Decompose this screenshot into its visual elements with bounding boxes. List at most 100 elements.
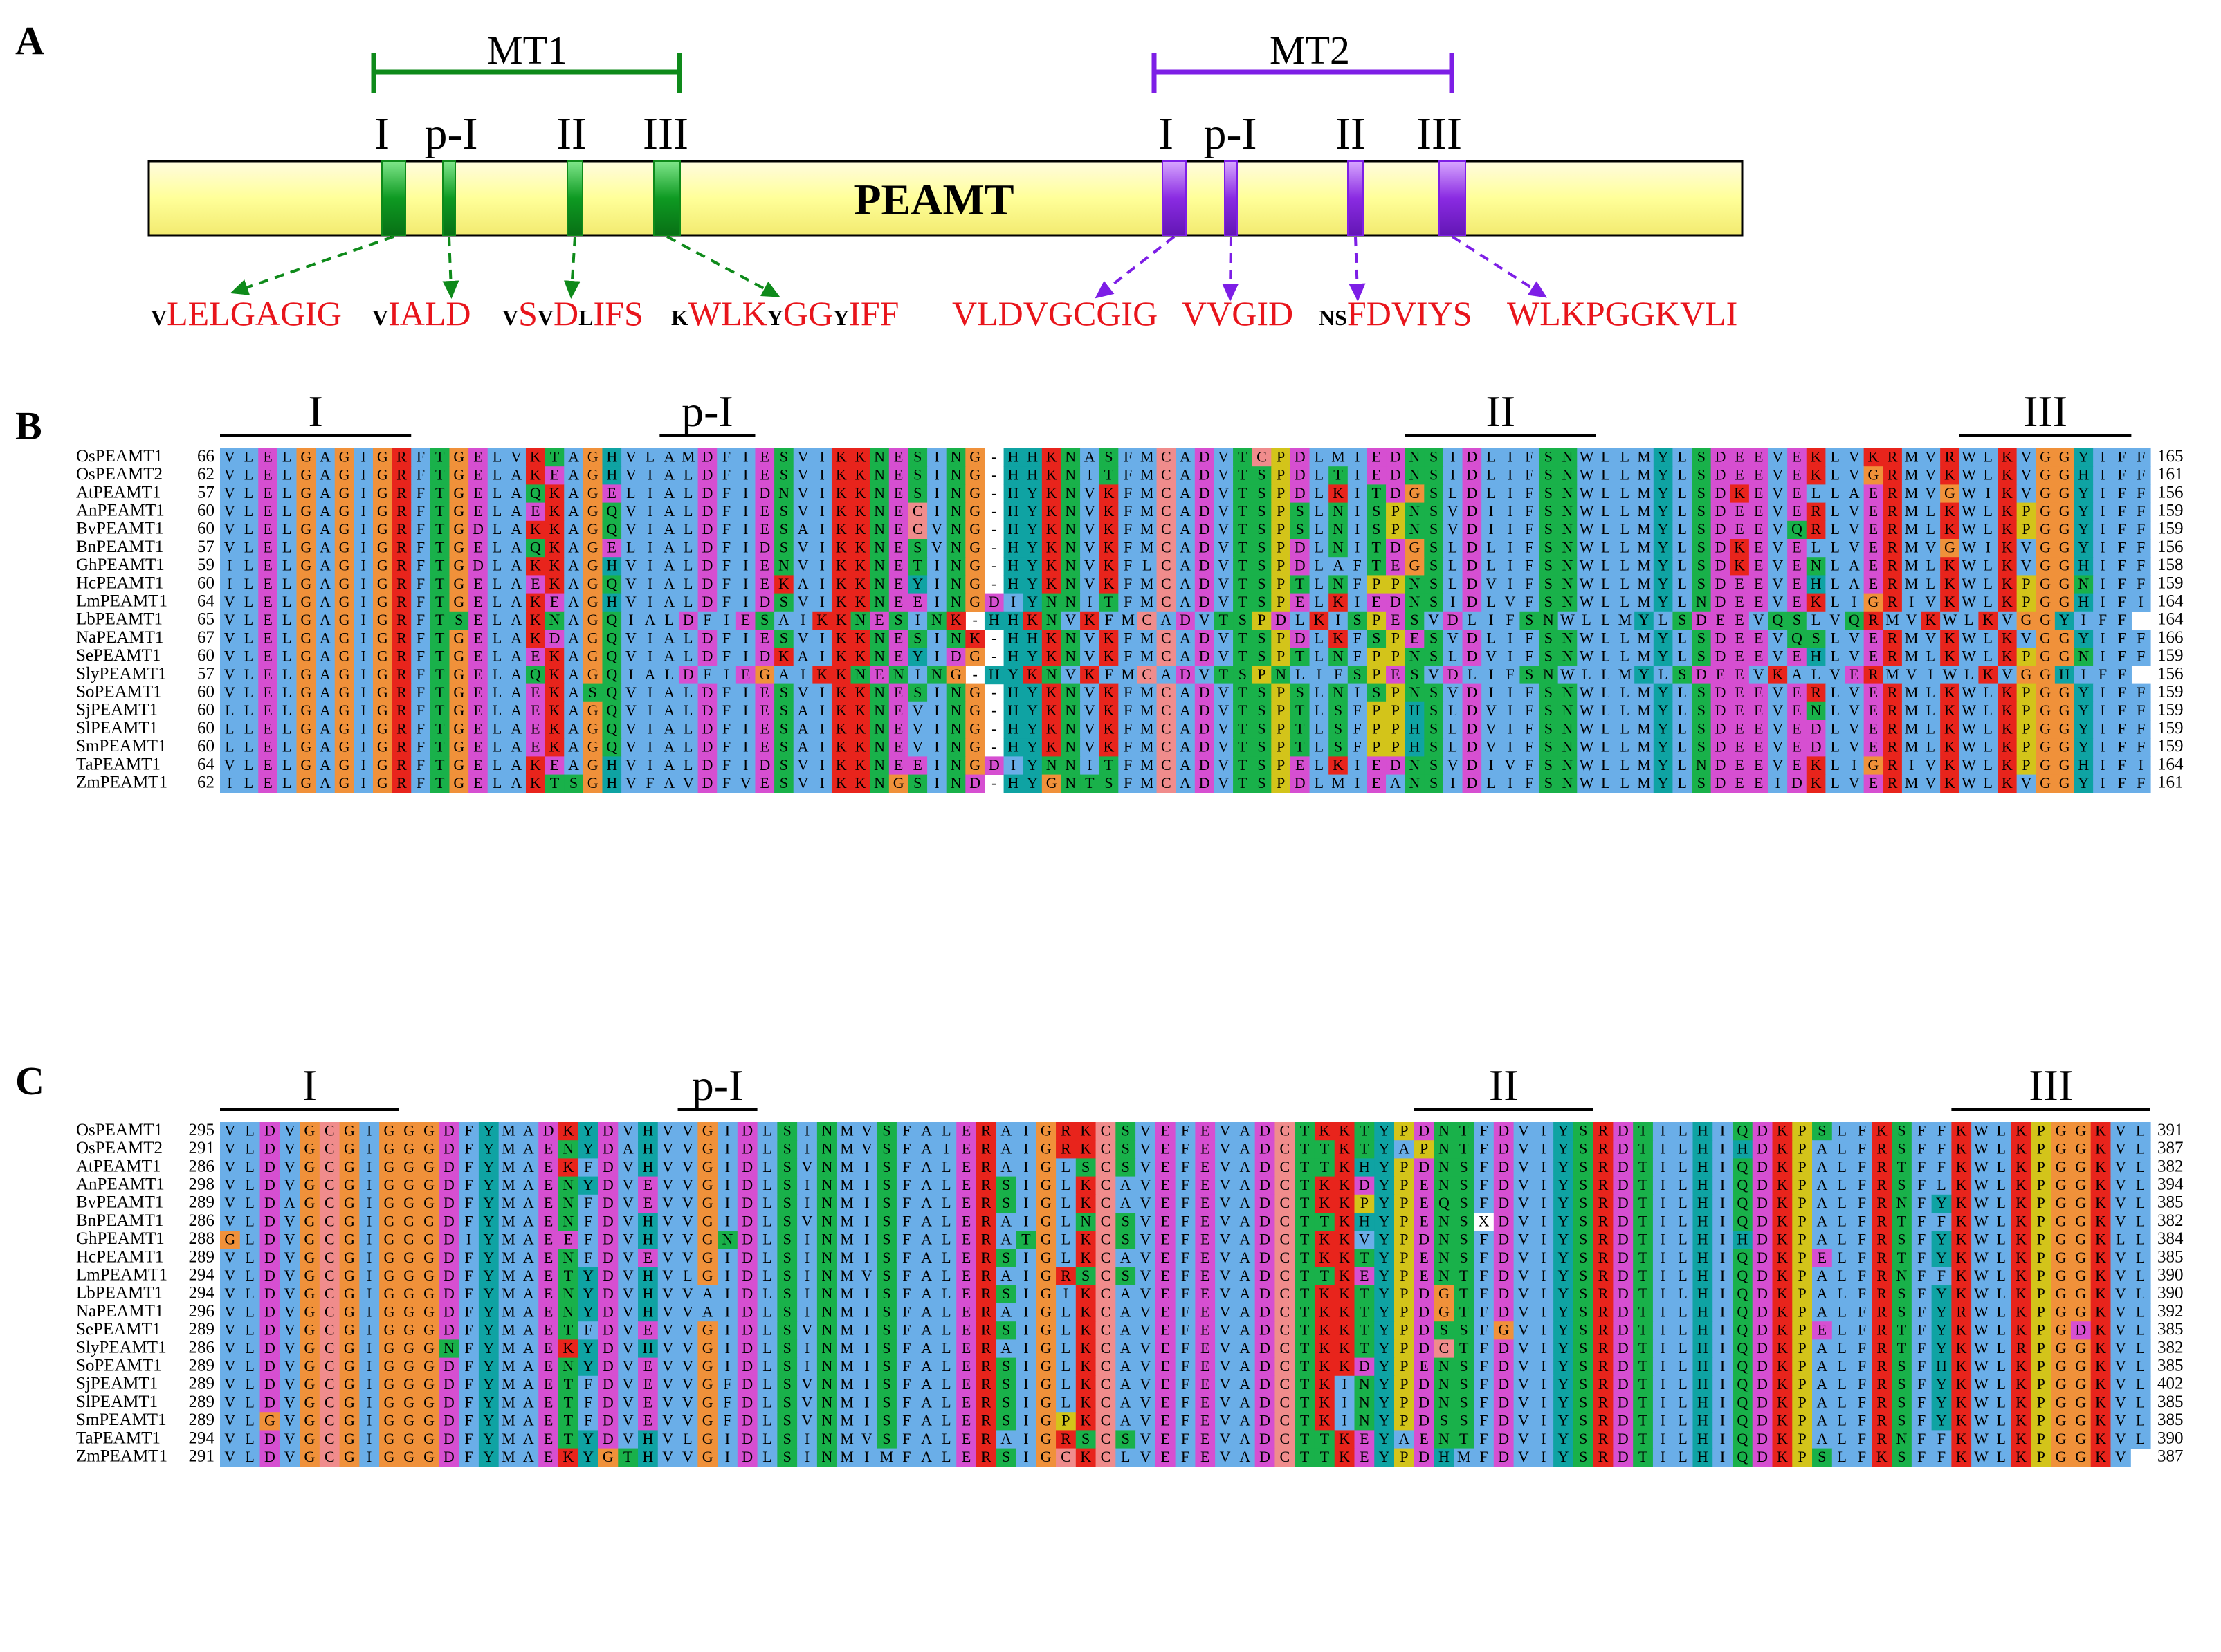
b-residue-letter: I bbox=[819, 593, 824, 610]
b-residue-letter: I bbox=[743, 629, 748, 646]
b-residue-letter: E bbox=[1754, 719, 1763, 737]
b-residue-letter: S bbox=[1239, 611, 1247, 628]
c-residue-letter: D bbox=[603, 1158, 614, 1175]
c-residue-letter: S bbox=[1579, 1194, 1587, 1211]
mt2-motif-label-4: III bbox=[1416, 109, 1462, 159]
c-residue-letter: G bbox=[423, 1212, 435, 1229]
b-residue-letter: H bbox=[1409, 719, 1420, 737]
b-residue-cell bbox=[1405, 448, 1425, 467]
b-residue-letter: T bbox=[1238, 557, 1247, 574]
b-residue-letter: I bbox=[2100, 575, 2105, 592]
c-residue-letter: C bbox=[1101, 1140, 1111, 1157]
b-seq-start: 66 bbox=[197, 447, 214, 466]
b-residue-cell bbox=[793, 448, 813, 467]
b-residue-letter: K bbox=[1982, 666, 1993, 683]
c-residue-letter: L bbox=[245, 1194, 254, 1211]
b-residue-letter: K bbox=[1104, 520, 1115, 538]
c-residue-letter: D bbox=[742, 1194, 753, 1211]
b-residue-letter: I bbox=[819, 629, 824, 646]
b-residue-letter: V bbox=[1084, 629, 1095, 646]
b-residue-letter: K bbox=[1046, 683, 1057, 701]
b-residue-letter: I bbox=[2139, 593, 2144, 610]
b-residue-letter: G bbox=[969, 557, 980, 574]
b-residue-letter: L bbox=[664, 666, 673, 683]
b-residue-letter: L bbox=[493, 738, 502, 755]
c-residue-letter: E bbox=[1200, 1194, 1209, 1211]
b-residue-letter: K bbox=[549, 666, 560, 683]
b-residue-letter: S bbox=[1544, 448, 1553, 465]
c-residue-letter: V bbox=[861, 1140, 872, 1157]
b-residue-cell bbox=[1863, 448, 1883, 467]
c-residue-letter: L bbox=[245, 1140, 254, 1157]
b-residue-letter: L bbox=[1468, 666, 1477, 683]
b-residue-letter: L bbox=[1486, 538, 1495, 556]
b-residue-letter: N bbox=[1409, 756, 1420, 773]
c-residue-letter: W bbox=[1974, 1121, 1989, 1139]
b-residue-letter: E bbox=[473, 701, 482, 719]
b-residue-letter: G bbox=[587, 520, 598, 538]
b-residue-letter: L bbox=[646, 448, 655, 465]
b-residue-letter: R bbox=[396, 466, 407, 484]
b-residue-letter: M bbox=[1140, 701, 1154, 719]
b-residue-letter: R bbox=[396, 575, 407, 592]
b-residue-letter: P bbox=[1372, 666, 1380, 683]
c-residue-letter: V bbox=[662, 1194, 673, 1211]
b-residue-letter: I bbox=[934, 466, 939, 484]
c-residue-letter: L bbox=[942, 1194, 951, 1211]
b-residue-letter: G bbox=[339, 557, 350, 574]
b-residue-letter: G bbox=[587, 719, 598, 737]
b-residue-letter: F bbox=[2099, 611, 2107, 628]
b-residue-letter: T bbox=[435, 683, 445, 701]
c-residue-letter: G bbox=[2075, 1176, 2086, 1193]
b-residue-letter: G bbox=[1409, 557, 1420, 574]
b-residue-letter: L bbox=[1830, 502, 1839, 520]
b-residue-letter: W bbox=[1580, 683, 1594, 701]
b-residue-letter: G bbox=[969, 738, 980, 755]
b-residue-letter: N bbox=[874, 629, 885, 646]
b-residue-letter: R bbox=[396, 502, 407, 520]
b-residue-letter: E bbox=[1735, 575, 1744, 592]
c-residue-letter: K bbox=[1080, 1176, 1091, 1193]
b-residue-letter: F bbox=[1525, 538, 1533, 556]
b-residue-letter: E bbox=[894, 701, 903, 719]
b-residue-letter: L bbox=[282, 774, 291, 791]
b-residue-letter: L bbox=[1315, 484, 1324, 502]
b-residue-letter: A bbox=[568, 557, 579, 574]
c-residue-letter: N bbox=[563, 1140, 574, 1157]
c-residue-letter: H bbox=[1697, 1140, 1708, 1157]
b-residue-letter: I bbox=[801, 666, 805, 683]
b-residue-letter: L bbox=[244, 502, 253, 520]
b-seq-end: 161 bbox=[2157, 465, 2184, 484]
b-residue-letter: S bbox=[1410, 611, 1418, 628]
b-residue-letter: L bbox=[282, 593, 291, 610]
b-residue-letter: F bbox=[703, 611, 711, 628]
b-residue-letter: L bbox=[1486, 593, 1495, 610]
b-residue-letter: M bbox=[1637, 701, 1651, 719]
b-residue-letter: L bbox=[1677, 719, 1686, 737]
c-residue-letter: K bbox=[2095, 1194, 2106, 1211]
b-residue-letter: I bbox=[361, 701, 366, 719]
b-residue-letter: E bbox=[1792, 466, 1801, 484]
mt2-motif-label-1: I bbox=[1158, 109, 1173, 159]
b-residue-letter: E bbox=[531, 738, 540, 755]
b-residue-letter: H bbox=[606, 448, 617, 465]
b-residue-letter: C bbox=[1161, 484, 1171, 502]
b-residue-letter: A bbox=[511, 738, 522, 755]
b-residue-letter: V bbox=[1753, 611, 1764, 628]
c-residue-letter: V bbox=[662, 1212, 673, 1229]
b-residue-cell bbox=[678, 448, 699, 467]
b-residue-letter: F bbox=[2117, 520, 2126, 538]
c-residue-letter: L bbox=[2136, 1140, 2145, 1157]
b-residue-letter: V bbox=[1772, 538, 1783, 556]
b-residue-letter: N bbox=[951, 629, 962, 646]
c-residue-letter: K bbox=[1319, 1121, 1330, 1139]
b-residue-letter: M bbox=[1618, 666, 1632, 683]
b-residue-letter: D bbox=[989, 756, 1000, 773]
b-residue-letter: G bbox=[969, 593, 980, 610]
c-residue-letter: T bbox=[1300, 1158, 1310, 1175]
b-residue-letter: Y bbox=[2078, 719, 2089, 737]
b-residue-letter: M bbox=[1121, 611, 1135, 628]
b-residue-letter: E bbox=[894, 466, 903, 484]
b-residue-letter: M bbox=[1140, 502, 1154, 520]
c-residue-letter: A bbox=[1239, 1121, 1250, 1139]
